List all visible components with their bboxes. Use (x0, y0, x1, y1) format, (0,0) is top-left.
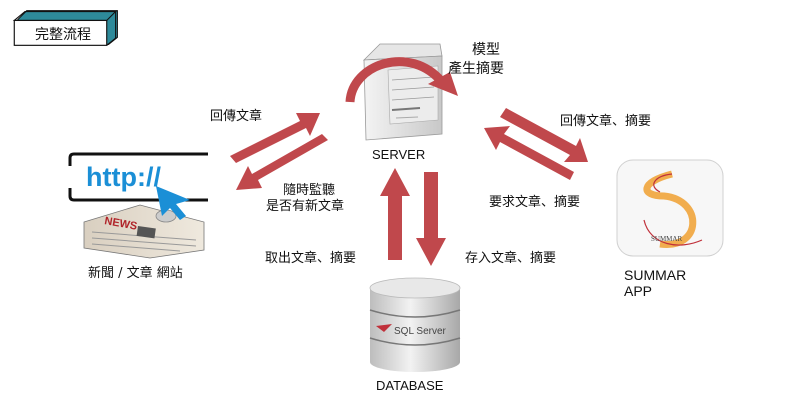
app-label-line1: SUMMAR (624, 267, 687, 283)
database-icon: SQL Server (369, 277, 461, 372)
server-icon (362, 43, 443, 141)
summar-logo-text: SUMMAR (651, 235, 682, 243)
server-label: SERVER (372, 147, 426, 162)
app-label-line2: APP (624, 283, 653, 299)
edge-label-return-article-summary: 回傳文章、摘要 (560, 114, 652, 129)
summar-app-icon[interactable]: SUMMAR (616, 159, 724, 257)
edge-label-monitor-line1: 隨時監聽 (283, 183, 336, 198)
database-label: DATABASE (376, 378, 444, 393)
edge-label-return-article: 回傳文章 (210, 109, 263, 124)
edge-label-fetch-article-summary: 取出文章、摘要 (265, 251, 357, 266)
arrow-website-to-server (230, 113, 320, 163)
title-box (12, 10, 118, 46)
server-process-label-line1: 模型 (472, 42, 500, 58)
arrow-server-to-website (236, 134, 328, 190)
edge-label-monitor-line2: 是否有新文章 (266, 199, 345, 214)
website-icon: NEWS (68, 152, 208, 259)
arrow-db-to-server (380, 168, 410, 260)
server-loop-arrowhead (428, 72, 458, 96)
svg-text:NEWS: NEWS (103, 215, 138, 233)
http-text: http:// (86, 162, 161, 192)
arrow-server-to-db (416, 172, 446, 266)
website-label: 新聞 / 文章 網站 (88, 266, 183, 281)
arrow-server-to-app (500, 108, 588, 162)
diagram-title: 完整流程 (35, 27, 91, 43)
server-process-label-line2: 產生摘要 (448, 61, 504, 77)
edge-label-store-article-summary: 存入文章、摘要 (465, 251, 557, 266)
server-loop-arrow (345, 57, 446, 103)
edge-label-request-article-summary: 要求文章、摘要 (489, 195, 581, 210)
sql-server-logo-text: SQL Server (394, 326, 447, 337)
arrow-app-to-server (484, 126, 574, 180)
